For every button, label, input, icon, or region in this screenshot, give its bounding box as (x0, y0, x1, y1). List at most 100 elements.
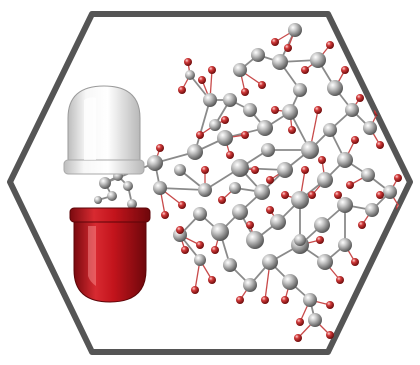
red-atom (351, 136, 359, 144)
red-atom (241, 131, 249, 139)
bond (159, 187, 206, 191)
red-atom (288, 126, 296, 134)
grey-atom (294, 234, 306, 246)
red-atom (351, 258, 359, 266)
grey-atom (338, 238, 352, 252)
grey-atom (217, 130, 233, 146)
red-atom (251, 166, 259, 174)
grey-atom (345, 103, 359, 117)
red-atom (376, 191, 384, 199)
grey-atom (257, 120, 273, 136)
red-atom (196, 241, 204, 249)
red-atom (326, 331, 334, 339)
capsule-icon (63, 85, 151, 303)
red-atom (191, 286, 199, 294)
grey-atom (337, 152, 353, 168)
grey-atom (223, 258, 237, 272)
grey-atom (361, 168, 375, 182)
grey-atom (185, 70, 195, 80)
grey-atom (363, 121, 377, 135)
molecule-icon (94, 23, 404, 342)
grey-atom (317, 172, 333, 188)
red-atom (211, 246, 219, 254)
grey-atom (282, 104, 298, 120)
grey-atom (251, 48, 265, 62)
grey-atom (310, 52, 326, 68)
red-atom (318, 156, 326, 164)
red-atom (236, 296, 244, 304)
red-atom (261, 296, 269, 304)
red-atom (246, 221, 254, 229)
red-atom (161, 211, 169, 219)
grey-atom (223, 93, 237, 107)
grey-atom (231, 159, 249, 177)
grey-atom (282, 274, 298, 290)
red-atom (196, 131, 204, 139)
red-atom (271, 38, 279, 46)
red-atom (296, 318, 304, 326)
red-atom (316, 236, 324, 244)
red-atom (336, 276, 344, 284)
red-atom (281, 191, 289, 199)
grey-atom (317, 254, 333, 270)
grey-atom (153, 181, 167, 195)
red-atom (266, 206, 274, 214)
grey-atom (303, 293, 317, 307)
red-atom (156, 144, 164, 152)
grey-atom (107, 191, 117, 201)
red-atom (176, 226, 184, 234)
grey-atom (203, 93, 217, 107)
grey-atom (365, 203, 379, 217)
red-atom (258, 81, 266, 89)
grey-atom (291, 191, 309, 209)
red-atom (346, 181, 354, 189)
red-atom (178, 86, 186, 94)
grey-atom (174, 164, 186, 176)
red-atom (178, 201, 186, 209)
grey-atom (254, 184, 270, 200)
red-atom (301, 166, 309, 174)
red-atom (184, 58, 192, 66)
red-atom (226, 151, 234, 159)
grey-atom (293, 83, 307, 97)
red-atom (198, 76, 206, 84)
red-atom (208, 66, 216, 74)
red-atom (181, 246, 189, 254)
grey-atom (127, 199, 137, 209)
grey-atom (314, 217, 330, 233)
grey-atom (243, 278, 257, 292)
red-atom (358, 221, 366, 229)
grey-atom (99, 177, 111, 189)
grey-atom (383, 185, 397, 199)
red-atom (356, 94, 364, 102)
red-atom (326, 301, 334, 309)
grey-atom (261, 143, 275, 157)
grey-atom (277, 162, 293, 178)
grey-atom (243, 103, 257, 117)
grey-atom (123, 181, 133, 191)
grey-atom (187, 144, 203, 160)
grey-atom (193, 207, 207, 221)
red-atom (376, 141, 384, 149)
red-atom (281, 296, 289, 304)
red-atom (218, 196, 226, 204)
grey-atom (147, 155, 163, 171)
grey-atom (194, 254, 206, 266)
red-atom (294, 334, 302, 342)
red-atom (301, 66, 309, 74)
bond (194, 99, 211, 153)
red-atom (241, 88, 249, 96)
grey-atom (262, 254, 278, 270)
red-atom (394, 174, 402, 182)
grey-atom (272, 54, 288, 70)
grey-atom (288, 23, 302, 37)
grey-atom (246, 231, 264, 249)
grey-atom (198, 183, 212, 197)
grey-atom (232, 204, 248, 220)
red-atom (341, 66, 349, 74)
grey-atom (308, 313, 322, 327)
red-atom (266, 176, 274, 184)
red-atom (314, 106, 322, 114)
